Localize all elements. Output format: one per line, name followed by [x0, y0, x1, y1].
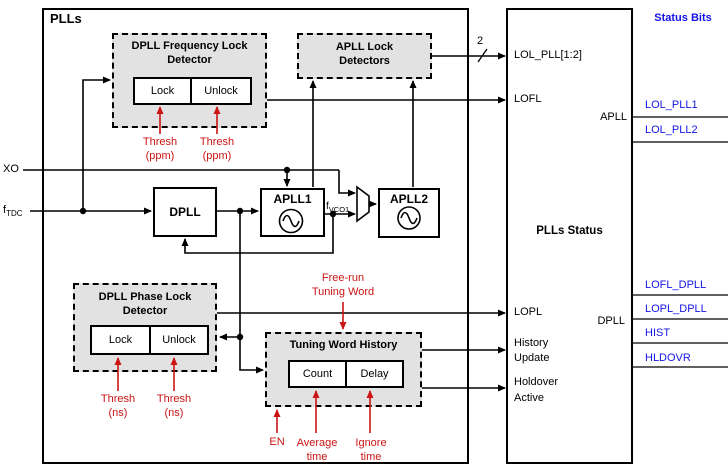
port-lol-pll-label: LOL_PLL[1:2]: [514, 49, 582, 61]
count-cell: Count: [288, 360, 347, 388]
thresh-ppm-label-1: Thresh (ppm): [142, 136, 178, 162]
free-run-tuning-word-label: Free-run Tuning Word: [311, 272, 375, 298]
tuning-word-history-title: Tuning Word History: [289, 339, 398, 351]
port-lofl-label: LOFL: [514, 93, 542, 105]
apll2-block-label: APLL2: [389, 192, 428, 206]
port-holdover-active-label: Holdover Active: [514, 376, 559, 404]
dpll-phase-lock-detector-title: DPLL Phase Lock Detector: [98, 291, 192, 317]
ftdc-input-label: fTDC: [3, 204, 23, 219]
freq-lock-cell: Lock: [133, 77, 192, 105]
apll1-block-label: APLL1: [273, 192, 312, 206]
en-label: EN: [269, 436, 285, 448]
fvco1-signal-label: fVCO1: [326, 201, 350, 214]
count-delay-cells: Count Delay: [288, 360, 404, 388]
apll-lock-detectors-box: [297, 33, 432, 79]
dpll-frequency-lock-detector-title: DPLL Frequency Lock Detector: [131, 40, 248, 66]
status-bit-hist: HIST: [645, 327, 671, 339]
bus-width-slash-icon: [477, 48, 488, 63]
apll-lock-detectors-title: APLL Lock Detectors: [335, 41, 394, 67]
phase-unlock-cell: Unlock: [151, 325, 209, 355]
port-lopl-label: LOPL: [514, 306, 543, 318]
average-time-label: Average time: [296, 437, 338, 463]
freq-unlock-cell: Unlock: [192, 77, 252, 105]
status-bit-lofl-dpll: LOFL_DPLL: [645, 279, 707, 291]
apll2-block: APLL2: [378, 188, 440, 238]
dpll-block: DPLL: [153, 187, 217, 237]
status-bit-lopl-dpll: LOPL_DPLL: [645, 303, 707, 315]
phase-lock-cell: Lock: [90, 325, 151, 355]
apll-group-label: APLL: [600, 111, 627, 123]
thresh-ns-label-1: Thresh (ns): [100, 393, 136, 419]
bus-width-label: 2: [477, 35, 484, 47]
delay-cell: Delay: [347, 360, 404, 388]
apll1-block: APLL1: [260, 188, 325, 237]
dpll-group-label: DPLL: [597, 315, 625, 327]
status-bits-header: Status Bits: [654, 12, 712, 24]
plls-status-box: [506, 8, 633, 464]
thresh-ns-label-2: Thresh (ns): [156, 393, 192, 419]
dpll-block-label: DPLL: [169, 204, 201, 219]
port-history-update-label: History Update: [514, 337, 550, 364]
status-bit-lol-pll1: LOL_PLL1: [645, 99, 698, 111]
status-bit-lol-pll2: LOL_PLL2: [645, 124, 698, 136]
xo-input-label: XO: [3, 163, 19, 175]
plls-status-title: PLLs Status: [536, 225, 603, 237]
status-bit-hldovr: HLDOVR: [645, 352, 691, 364]
thresh-ppm-label-2: Thresh (ppm): [199, 136, 235, 162]
plls-title: PLLs: [50, 11, 82, 26]
plls-container-box: [42, 8, 469, 464]
ignore-time-label: Ignore time: [355, 437, 387, 463]
phase-lock-unlock-cells: Lock Unlock: [90, 325, 209, 355]
freq-lock-unlock-cells: Lock Unlock: [133, 77, 252, 105]
